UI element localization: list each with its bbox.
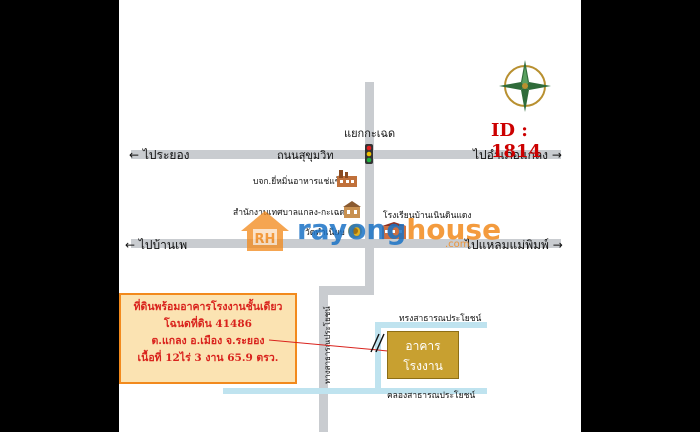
info-line-4: เนื้อที่ 12ไร่ 3 งาน 65.9 ตรว. [137,352,279,364]
vertical-main-road [365,82,374,290]
lower-road [131,239,561,248]
pointer-line [268,339,400,353]
property-id: ID : 1814 [491,120,542,162]
landmark-factory-label: บจก.ยี่หมิ่นอาหารแช่แข็ง [253,177,345,187]
house-logo-icon: RH [241,211,289,251]
junction-label: แยกกะเฉด [344,127,396,140]
school-icon [382,222,406,239]
canal-bottom-label: คลองสาธารณประโยชน์ [387,391,476,401]
canal-bottom [223,388,487,394]
landmark-temple-label: วัดทำเนียบ [305,228,345,238]
temple-icon [348,224,362,238]
info-line-2: โฉนดที่ดิน 41486 [164,318,252,330]
road-label-bottom-left: ← ไปบ้านเพ [125,238,188,252]
side-road [319,286,328,432]
canal-left-bend [375,322,381,394]
compass-icon [499,60,551,112]
watermark-word: rayonghouse [297,213,501,246]
watermark-word-b: house [406,213,502,246]
target-building: อาคาร โรงงาน [387,331,459,379]
building-line-2: โรงงาน [403,359,443,373]
road-label-sukhumvit: ถนนสุขุมวิท [277,149,334,162]
road-label-top-left: ← ไประยอง [129,148,190,162]
road-label-top-right: ไปอำเภอแกลง → [473,148,562,162]
logo-badge-text: RH [255,232,276,247]
watermark-word-a: rayong [297,213,407,246]
bridge-icon [370,333,385,353]
road-label-bottom-right: ไปแหลมแม่พิมพ์ → [465,238,563,252]
canal-top-label: ทรงสาธารณประโยชน์ [399,314,482,324]
landmark-school-label: โรงเรียนบ้านเนินดินแดง [383,211,472,221]
sukhumvit-road [131,150,561,159]
factory-icon [337,170,357,187]
traffic-light-icon [365,144,373,164]
map-canvas: ← ไประยอง ถนนสุขุมวิท ไปอำเภอแกลง → แยกก… [119,0,581,432]
connector-road [319,286,374,295]
watermark-logo: RH rayonghouse .com [239,209,501,253]
info-line-1: ที่ดินพร้อมอาคารโรงงานชั้นเดียว [133,301,283,313]
building-line-1: อาคาร [405,339,441,353]
property-info-box: ที่ดินพร้อมอาคารโรงงานชั้นเดียว โฉนดที่ด… [119,293,297,384]
watermark-suffix: .com [445,239,470,250]
info-line-3: ต.แกลง อ.เมือง จ.ระยอง [151,335,265,347]
municipality-icon [343,201,361,218]
canal-top [381,322,487,328]
landmark-municipality-label: สำนักงานเทศบาลแกลง-กะเฉด [233,208,345,218]
